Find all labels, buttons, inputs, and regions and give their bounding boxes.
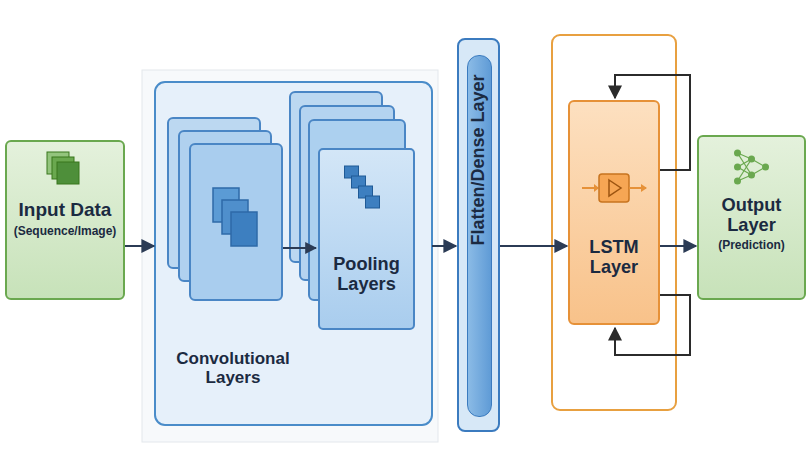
back-panel	[142, 70, 438, 442]
stack-icon	[7, 142, 123, 202]
io-box: Output Layer (Prediction)	[697, 135, 806, 300]
layer-name: Pooling Layers	[320, 254, 413, 294]
flow-arrow	[500, 245, 567, 247]
inner-arrow	[283, 247, 316, 249]
net-icon	[699, 137, 804, 197]
layer-name: Flatten/Dense Layer	[469, 74, 489, 245]
layer-note: (Sequence/Image)	[14, 225, 117, 238]
layer-panel: Convolutional Layers Pooling Layers	[155, 82, 432, 425]
layer-box: Pooling Layers	[318, 148, 415, 330]
layer-name: Convolutional Layers	[163, 350, 303, 387]
io-box: Input Data (Sequence/Image)	[5, 140, 125, 300]
pool-icon	[320, 150, 413, 230]
layer-name: Input Data	[19, 200, 112, 221]
layer-note: (Prediction)	[718, 239, 785, 252]
lstm-icon	[570, 102, 658, 222]
flow-arrow	[432, 245, 456, 247]
flow-arrow	[125, 245, 154, 247]
layer-name: Output Layer	[699, 195, 804, 235]
layer-box: Flatten/Dense Layer	[457, 38, 500, 432]
layer-box: LSTM Layer	[568, 100, 660, 325]
flow-arrow	[660, 245, 696, 247]
layer-name: LSTM Layer	[570, 238, 658, 278]
conv-stack	[168, 118, 282, 300]
conv-panel	[155, 82, 432, 425]
